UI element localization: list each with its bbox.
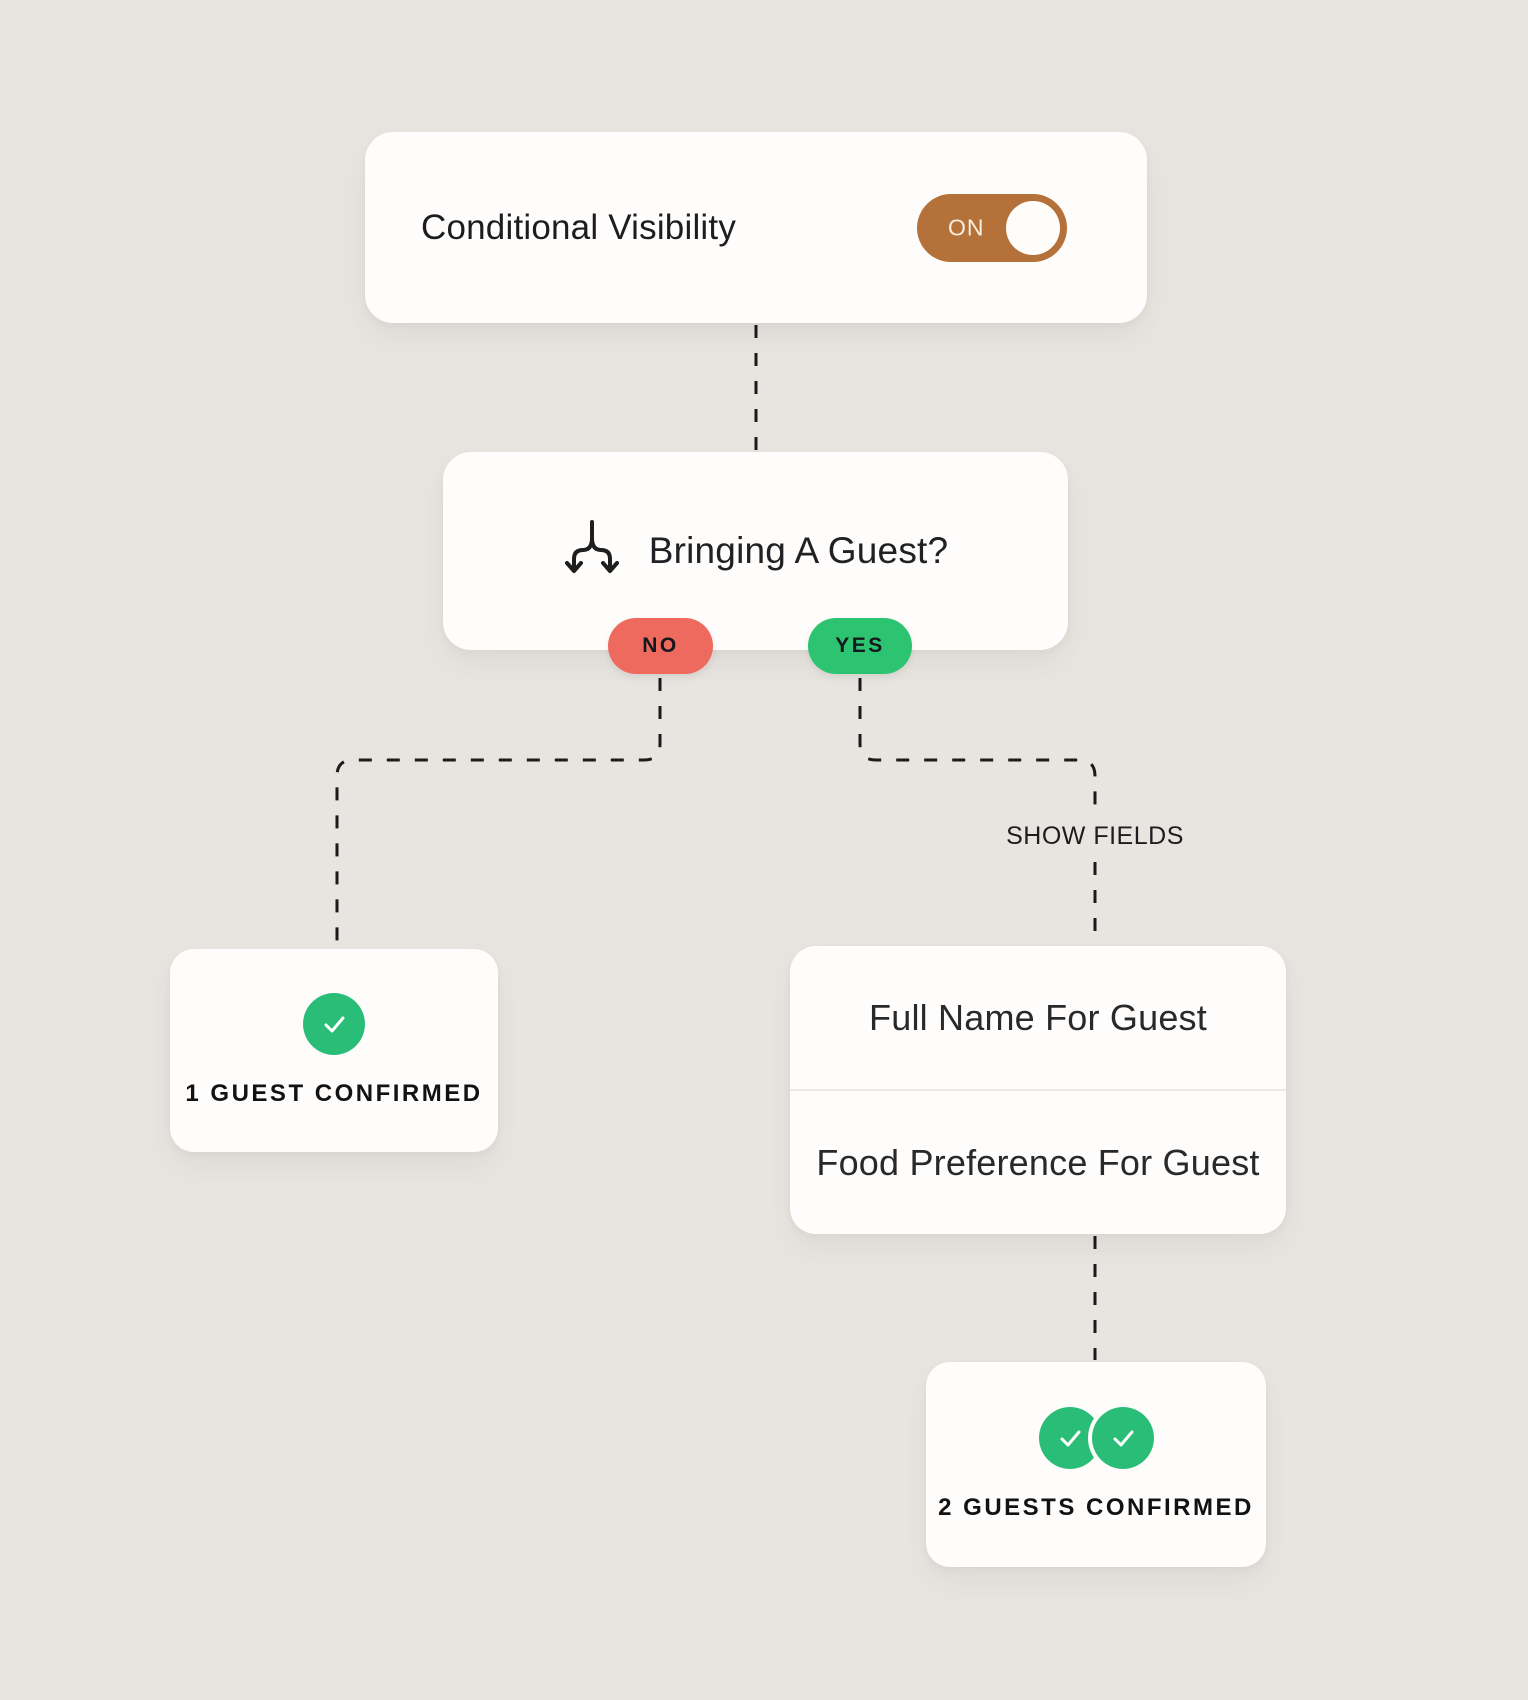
check-icon (1038, 1407, 1101, 1469)
show-fields-label: SHOW FIELDS (1006, 822, 1184, 850)
field-divider (790, 1089, 1286, 1091)
connector-yes-branch-upper (858, 678, 1097, 812)
toggle-on-label: ON (948, 214, 985, 240)
check-row (303, 993, 365, 1055)
yes-result-label: 2 GUESTS CONFIRMED (938, 1494, 1254, 1521)
check-row (1038, 1407, 1154, 1469)
visibility-toggle[interactable]: ON (917, 193, 1067, 262)
check-icon (1091, 1407, 1154, 1469)
branch-icon (564, 520, 619, 573)
yes-pill[interactable]: YES (808, 618, 912, 674)
condition-question: Bringing A Guest? (648, 530, 949, 571)
conditional-visibility-title: Conditional Visibility (421, 207, 737, 247)
connector-no-branch (335, 678, 662, 947)
no-pill[interactable]: NO (608, 618, 713, 674)
yes-result-card: 2 GUESTS CONFIRMED (926, 1362, 1266, 1567)
toggle-knob[interactable] (1006, 200, 1060, 255)
no-result-card: 1 GUEST CONFIRMED (170, 949, 498, 1152)
field-food-preference: Food Preference For Guest (816, 1141, 1260, 1183)
field-full-name: Full Name For Guest (869, 996, 1207, 1038)
no-result-label: 1 GUEST CONFIRMED (185, 1080, 483, 1107)
guest-fields-card: Full Name For Guest Food Preference For … (790, 946, 1286, 1234)
conditional-visibility-card: Conditional Visibility ON (365, 132, 1147, 323)
check-icon (303, 993, 365, 1055)
condition-card: Bringing A Guest? (443, 452, 1068, 650)
